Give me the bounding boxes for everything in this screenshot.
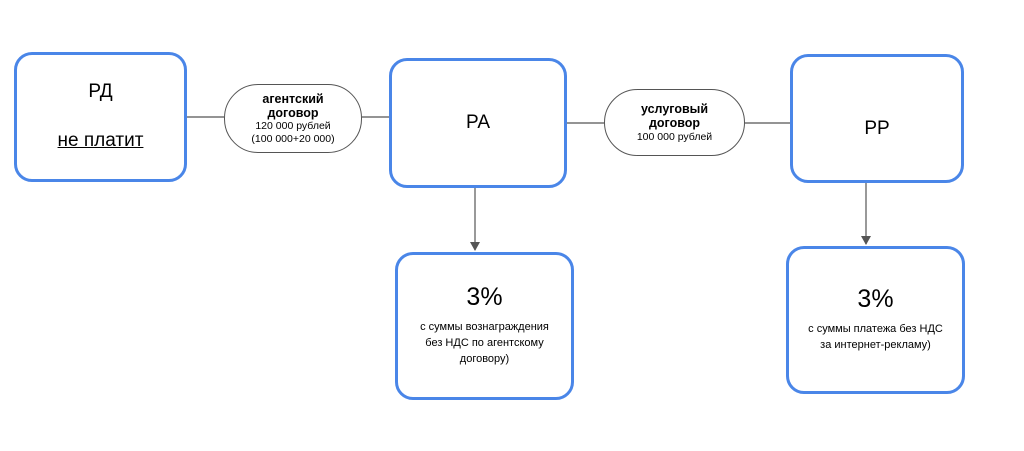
node-ra-label: РА [465,111,491,133]
node-rr-label: РР [864,118,890,140]
tax-ra-note-line1: с суммы вознаграждения [420,320,549,333]
node-rd-note: не платит [57,130,144,152]
contract-service: услуговый договор 100 000 рублей [604,89,745,156]
node-tax-rr: 3% с суммы платежа без НДС за интернет-р… [786,246,965,394]
tax-rr-note-line1: с суммы платежа без НДС [808,322,943,335]
contract-service-title-line2: договор [648,116,701,131]
contract-service-title-line1: услуговый [640,101,709,116]
contract-agency-title-line1: агентский [262,91,324,106]
tax-rr-note-line2: за интернет-рекламу) [820,338,931,351]
tax-ra-note-line2: без НДС по агентскому [425,336,544,349]
node-rd-label: РД [88,80,113,102]
contract-service-amount: 100 000 рублей [636,130,713,143]
contract-agency: агентский договор 120 000 рублей (100 00… [224,84,362,153]
node-tax-ra: 3% с суммы вознаграждения без НДС по аге… [395,252,574,400]
tax-rr-percent: 3% [857,285,894,314]
node-ra: РА [389,58,567,188]
node-rd: РД не платит [14,52,187,182]
contract-agency-title-line2: договор [267,105,319,120]
contract-agency-amount: 120 000 рублей [255,120,331,133]
tax-ra-note-line3: договору) [459,352,510,365]
node-rr: РР [790,54,964,183]
tax-ra-percent: 3% [466,283,503,312]
contract-agency-detail: (100 000+20 000) [251,132,335,145]
